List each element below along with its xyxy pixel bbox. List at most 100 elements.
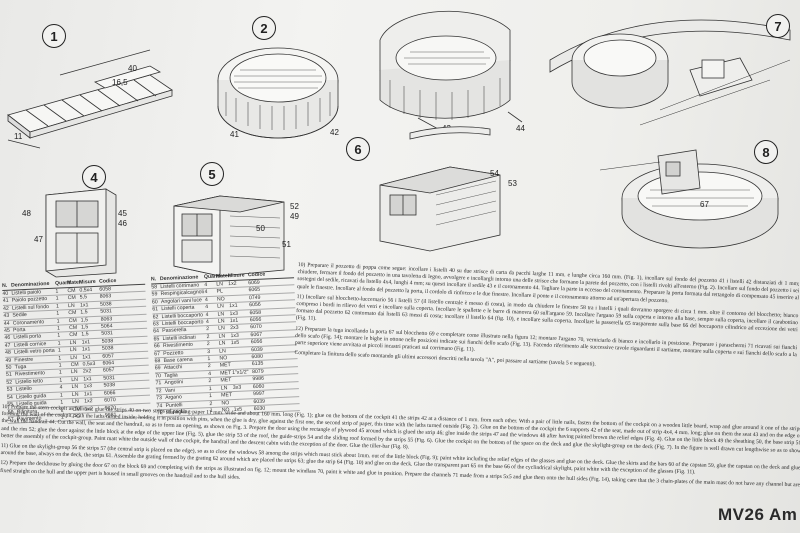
table-cell: 72 bbox=[155, 387, 162, 395]
table-cell: 1x3 bbox=[230, 332, 240, 339]
figure-label: 45 bbox=[118, 209, 127, 218]
table-cell: 48 bbox=[4, 349, 11, 357]
table-cell: 5038 bbox=[101, 338, 114, 345]
figure-number: 8 bbox=[754, 140, 778, 164]
table-cell: LN bbox=[218, 325, 225, 333]
figure-6-drawing bbox=[379, 126, 501, 252]
table-cell: 0749 bbox=[248, 294, 261, 302]
table-cell: 1 bbox=[56, 325, 61, 332]
table-cell: MET bbox=[220, 369, 232, 377]
header-cell: N. bbox=[2, 282, 8, 289]
table-cell: 6064 bbox=[102, 360, 115, 367]
table-cell: 2 bbox=[206, 341, 210, 348]
table-cell: MET bbox=[219, 362, 231, 370]
table-cell: 4 bbox=[205, 319, 209, 326]
figure-number: 4 bbox=[82, 165, 106, 189]
table-cell: 54 bbox=[6, 394, 13, 401]
table-cell: MET bbox=[220, 377, 232, 384]
table-cell: 5031 bbox=[103, 375, 115, 382]
table-cell: 9997 bbox=[252, 390, 265, 398]
table-cell: 2 bbox=[208, 378, 212, 385]
table-cell: LN bbox=[67, 302, 75, 309]
table-cell: 1 bbox=[56, 318, 60, 325]
figure-7-drawing bbox=[549, 19, 791, 126]
figure-number: 2 bbox=[252, 16, 276, 40]
table-cell: 52 bbox=[6, 379, 13, 386]
header-cell: Misure bbox=[227, 272, 245, 280]
table-cell: 6056 bbox=[249, 301, 261, 309]
table-cell: 1 bbox=[59, 392, 63, 399]
figure-1-drawing bbox=[7, 49, 173, 149]
figure-number: 7 bbox=[766, 14, 790, 38]
parts-table: N. Denominazione Quant. Mater. Misure Co… bbox=[2, 270, 300, 425]
table-cell bbox=[233, 391, 253, 398]
header-cell: Codice bbox=[98, 278, 117, 285]
table-cell: 1x5 bbox=[230, 339, 240, 347]
table-cell: LN bbox=[71, 376, 79, 383]
table-cell: 4 bbox=[59, 384, 63, 391]
instructions-italian: 10) Preparare il pozzetto di poppa come … bbox=[294, 262, 799, 380]
table-cell: 6056 bbox=[250, 338, 263, 346]
figure-6: 6 53 54 bbox=[340, 115, 530, 255]
table-cell: 40 bbox=[2, 290, 9, 297]
table-cell: CM bbox=[68, 317, 77, 324]
header-cell: Denominazione bbox=[10, 280, 50, 289]
table-cell: 1x1 bbox=[81, 339, 91, 346]
figure-label: 50 bbox=[256, 224, 265, 233]
table-cell: 2 bbox=[206, 326, 210, 333]
table-cell: 5038 bbox=[103, 382, 116, 389]
table-cell: NO bbox=[219, 355, 228, 362]
table-cell: 67 bbox=[154, 350, 161, 358]
table-cell: 5038 bbox=[101, 345, 114, 352]
table-cell: 1 bbox=[56, 310, 60, 317]
table-cell: 2 bbox=[209, 400, 213, 407]
figure-label: 11 bbox=[14, 132, 23, 141]
table-cell: 1 bbox=[59, 377, 63, 384]
table-cell: 46 bbox=[4, 335, 11, 342]
header-cell: Mater. bbox=[215, 273, 232, 280]
table-cell: 5,5 bbox=[79, 294, 88, 302]
table-cell: LN bbox=[219, 347, 226, 355]
table-cell: 1 bbox=[57, 347, 62, 354]
table-cell: 1 bbox=[58, 355, 62, 362]
figure-2: 2 41 42 bbox=[200, 10, 350, 140]
table-cell: 8063 bbox=[99, 293, 112, 301]
table-cell: LN bbox=[217, 310, 225, 318]
table-cell: 6057 bbox=[102, 367, 115, 375]
table-cell: 49 bbox=[5, 357, 12, 364]
table-cell: 6039 bbox=[251, 346, 263, 353]
figure-label: 54 bbox=[490, 169, 499, 178]
table-cell: 6070 bbox=[104, 397, 116, 404]
table-cell: 6066 bbox=[103, 389, 116, 397]
table-cell: 63 bbox=[152, 321, 159, 328]
table-cell: LN bbox=[71, 391, 79, 398]
table-cell: CM bbox=[68, 310, 77, 317]
table-cell: 1 bbox=[209, 393, 213, 400]
parts-table-right: N. Denominazione Quant. Mater. Misure Co… bbox=[150, 270, 300, 418]
header-cell: Quant. bbox=[54, 279, 72, 287]
table-cell: LN bbox=[217, 303, 225, 310]
table-cell: 5064 bbox=[100, 323, 113, 330]
table-cell: 64 bbox=[153, 328, 160, 335]
table-cell: 65 bbox=[153, 336, 160, 343]
table-cell: 1x1 bbox=[82, 353, 91, 361]
table-cell bbox=[231, 354, 251, 361]
table-cell: 3 bbox=[207, 348, 211, 355]
table-cell: 1,5 bbox=[80, 309, 88, 316]
table-cell: LN bbox=[218, 340, 226, 347]
figure-4: 4 48 45 46 47 bbox=[20, 165, 130, 280]
table-cell: LN bbox=[220, 384, 228, 392]
figure-8: 8 67 bbox=[599, 130, 800, 250]
table-cell bbox=[229, 295, 249, 302]
table-cell: 5038 bbox=[99, 301, 112, 308]
figure-number: 6 bbox=[346, 137, 370, 161]
header-cell: N. bbox=[150, 276, 157, 283]
table-cell: 1 bbox=[207, 356, 211, 363]
figure-4-drawing bbox=[45, 188, 117, 278]
table-cell: 1x1 bbox=[229, 302, 238, 310]
table-cell: 62 bbox=[152, 313, 159, 321]
table-cell: 50 bbox=[5, 364, 12, 371]
table-cell bbox=[232, 362, 252, 369]
table-cell: 68 bbox=[154, 358, 161, 365]
